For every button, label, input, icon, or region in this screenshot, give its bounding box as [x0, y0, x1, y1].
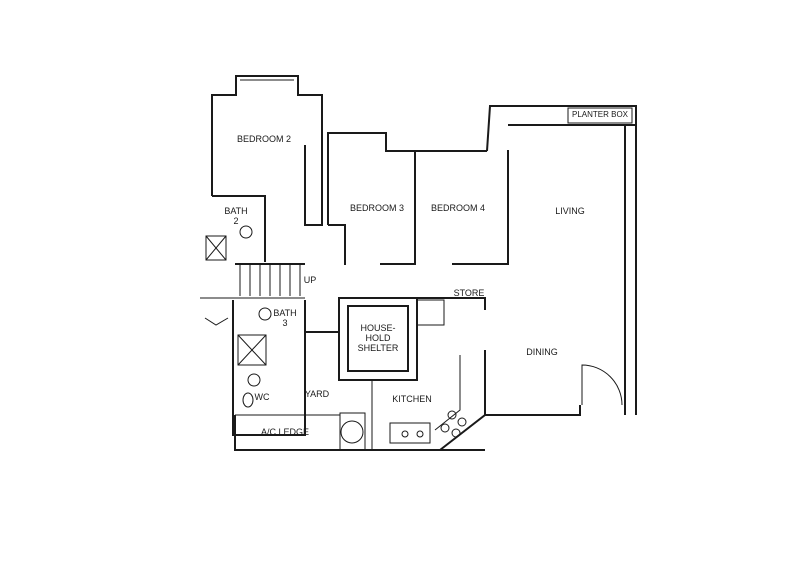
room-label-bath-2: BATH 2	[224, 206, 248, 226]
room-label-yard: YARD	[304, 389, 330, 399]
room-label-bath-3: BATH 3	[273, 308, 297, 328]
room-label-living: LIVING	[555, 206, 585, 216]
room-label-bedroom-2: BEDROOM 2	[236, 134, 292, 144]
label-up: UP	[303, 275, 317, 285]
room-label-wc: WC	[254, 392, 270, 402]
walls	[200, 75, 637, 451]
room-label-store: STORE	[453, 288, 485, 298]
room-label-dining: DINING	[526, 347, 558, 357]
stairs	[200, 263, 305, 326]
room-label-bedroom-4: BEDROOM 4	[430, 203, 486, 213]
room-label-ac-ledge: A/C LEDGE	[260, 427, 310, 437]
room-label-planter-box: PLANTER BOX	[571, 110, 629, 119]
room-label-kitchen: KITCHEN	[392, 394, 432, 404]
room-label-household-shelter: HOUSE- HOLD SHELTER	[357, 323, 399, 353]
room-label-bedroom-3: BEDROOM 3	[349, 203, 405, 213]
